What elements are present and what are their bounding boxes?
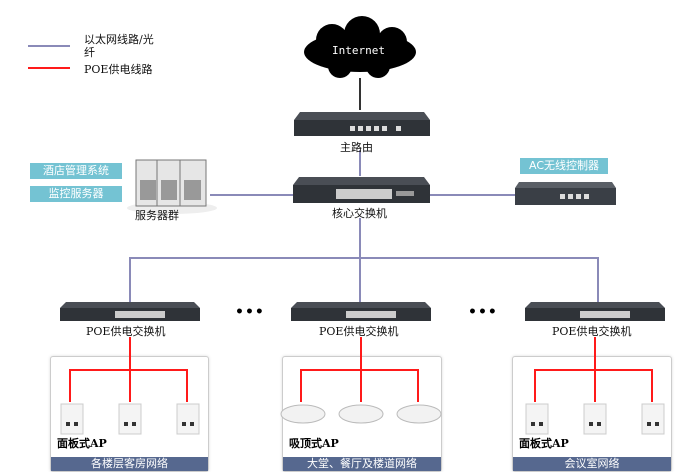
monitor-server-tag: 监控服务器	[30, 186, 122, 202]
server-cluster-label: 服务器群	[135, 209, 179, 222]
ac-controller-label: AC无线控制器	[520, 158, 608, 174]
core-switch-icon	[293, 177, 430, 203]
group-box-meeting-rooms: 面板式AP 会议室网络	[512, 356, 672, 472]
network-name-bar: 会议室网络	[513, 457, 671, 471]
legend-ethernet-label: 以太网线路/光纤	[84, 33, 154, 59]
core-switch-label: 核心交换机	[332, 207, 387, 220]
poe-switch-label: POE供电交换机	[552, 325, 632, 338]
ap-type-label: 面板式AP	[519, 437, 569, 450]
internet-label: Internet	[332, 44, 385, 57]
hotel-management-tag: 酒店管理系统	[30, 163, 122, 179]
group-box-lobby: 吸顶式AP 大堂、餐厅及楼道网络	[282, 356, 442, 472]
network-name-bar: 各楼层客房网络	[51, 457, 208, 471]
router-label: 主路由	[340, 141, 373, 154]
poe-switch-label: POE供电交换机	[86, 325, 166, 338]
network-name-bar: 大堂、餐厅及楼道网络	[283, 457, 441, 471]
ap-type-label: 吸顶式AP	[289, 437, 339, 450]
legend-poe-label: POE供电线路	[84, 63, 153, 76]
server-cluster-icon	[127, 159, 217, 214]
router-icon	[294, 112, 430, 136]
ac-controller-icon	[515, 182, 616, 205]
poe-switch-label: POE供电交换机	[319, 325, 399, 338]
group-box-guest-rooms: 面板式AP 各楼层客房网络	[50, 356, 209, 472]
internet-cloud-icon	[304, 16, 416, 78]
ap-type-label: 面板式AP	[57, 437, 107, 450]
ellipsis-right: •••	[468, 304, 498, 320]
ellipsis-left: •••	[235, 304, 265, 320]
ethernet-links	[129, 150, 599, 305]
